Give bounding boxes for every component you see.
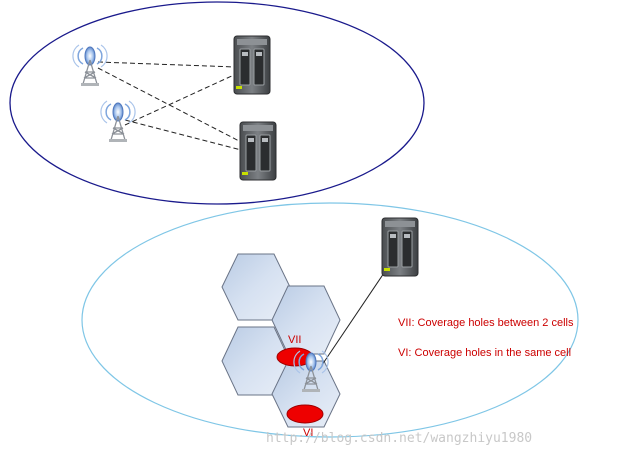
label-vi: VI bbox=[303, 427, 313, 439]
core-network-ellipse bbox=[9, 1, 425, 205]
watermark-url: http://blog.csdn.net/wangzhiyu1980 bbox=[266, 431, 532, 446]
server-3-icon bbox=[381, 217, 419, 277]
access-network-ellipse bbox=[81, 202, 579, 438]
tower-2-icon bbox=[100, 100, 136, 143]
server-1-icon bbox=[233, 35, 271, 95]
link-tower2-server2 bbox=[124, 119, 242, 151]
hex-cells bbox=[221, 253, 341, 428]
link-cell-tower-server3 bbox=[321, 269, 387, 366]
dashed-links bbox=[97, 61, 242, 151]
legend-line-2: VI: Coverage holes in the same cell bbox=[398, 347, 571, 359]
link-tower1-server1 bbox=[97, 61, 237, 68]
legend-line-1: VII: Coverage holes between 2 cells bbox=[398, 317, 574, 329]
label-vii: VII bbox=[288, 334, 301, 346]
server-2-icon bbox=[239, 121, 277, 181]
coverage-hole-vi bbox=[286, 404, 324, 424]
link-tower2-server1 bbox=[124, 73, 237, 126]
tower-1-icon bbox=[72, 44, 108, 87]
